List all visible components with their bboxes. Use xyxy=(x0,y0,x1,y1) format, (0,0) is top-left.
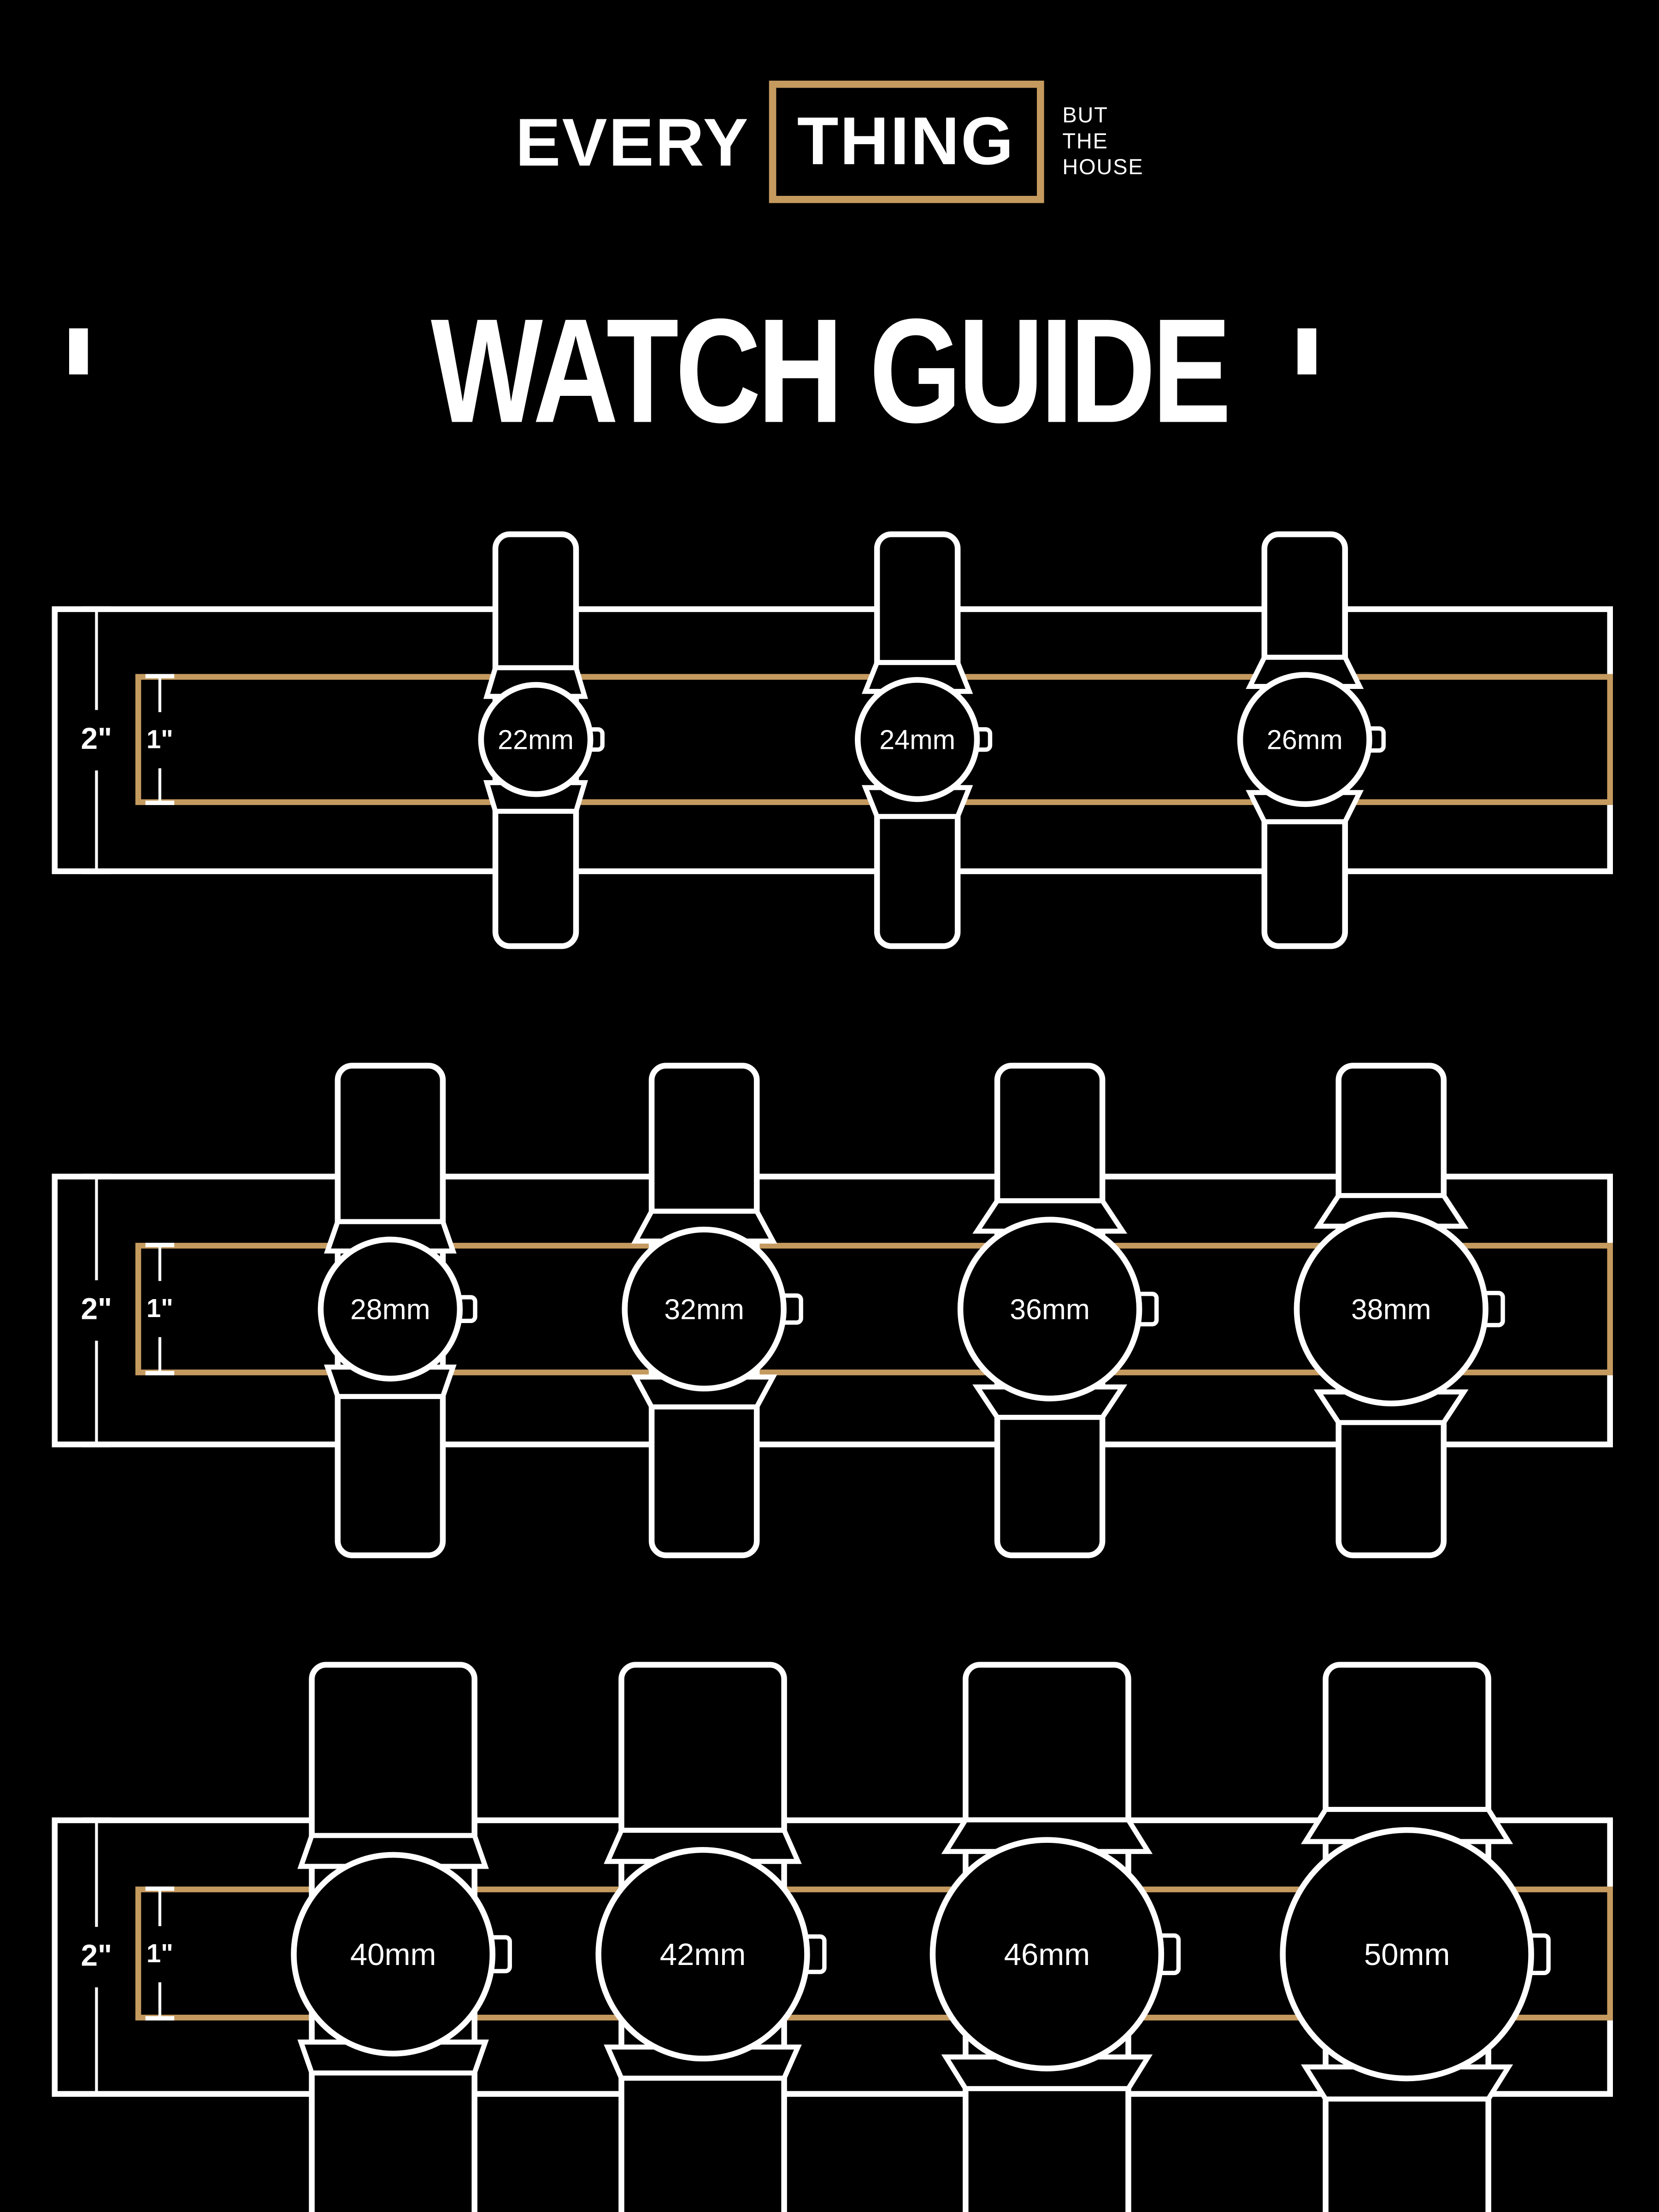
dimension-marker-2in-row2: 2" xyxy=(76,1173,117,1447)
scale-band-1in-row2 xyxy=(135,1242,1613,1376)
dimension-label-2in: 2" xyxy=(76,710,117,771)
brand-logo: EVERY THING BUT THE HOUSE xyxy=(0,81,1659,203)
scale-band-1in-row3 xyxy=(135,1886,1613,2021)
brand-word-every: EVERY xyxy=(515,104,750,180)
dimension-marker-2in-row3: 2" xyxy=(76,1817,117,2097)
page-title-wrap: WATCH GUIDE xyxy=(0,297,1659,445)
page-title: WATCH GUIDE xyxy=(431,288,1231,454)
scale-band-1in-row1 xyxy=(135,674,1613,805)
dimension-label-2in: 2" xyxy=(76,1280,117,1341)
dimension-marker-2in-row1: 2" xyxy=(76,606,117,874)
dimension-label-2in: 2" xyxy=(76,1927,117,1988)
dimension-label-1in: 1" xyxy=(142,1281,178,1337)
dimension-marker-1in-row1: 1" xyxy=(142,674,178,805)
dimension-label-1in: 1" xyxy=(142,1925,178,1982)
title-tick-left xyxy=(69,328,88,375)
dimension-marker-1in-row2: 1" xyxy=(142,1242,178,1376)
dimension-label-1in: 1" xyxy=(142,711,178,768)
brand-word-thing: THING xyxy=(797,102,1015,179)
title-tick-right xyxy=(1297,328,1317,375)
dimension-marker-1in-row3: 1" xyxy=(142,1886,178,2021)
brand-word-thing-box: THING xyxy=(768,81,1044,203)
brand-tagline: BUT THE HOUSE xyxy=(1062,103,1144,180)
scale-band-2in-row1 xyxy=(52,606,1613,874)
